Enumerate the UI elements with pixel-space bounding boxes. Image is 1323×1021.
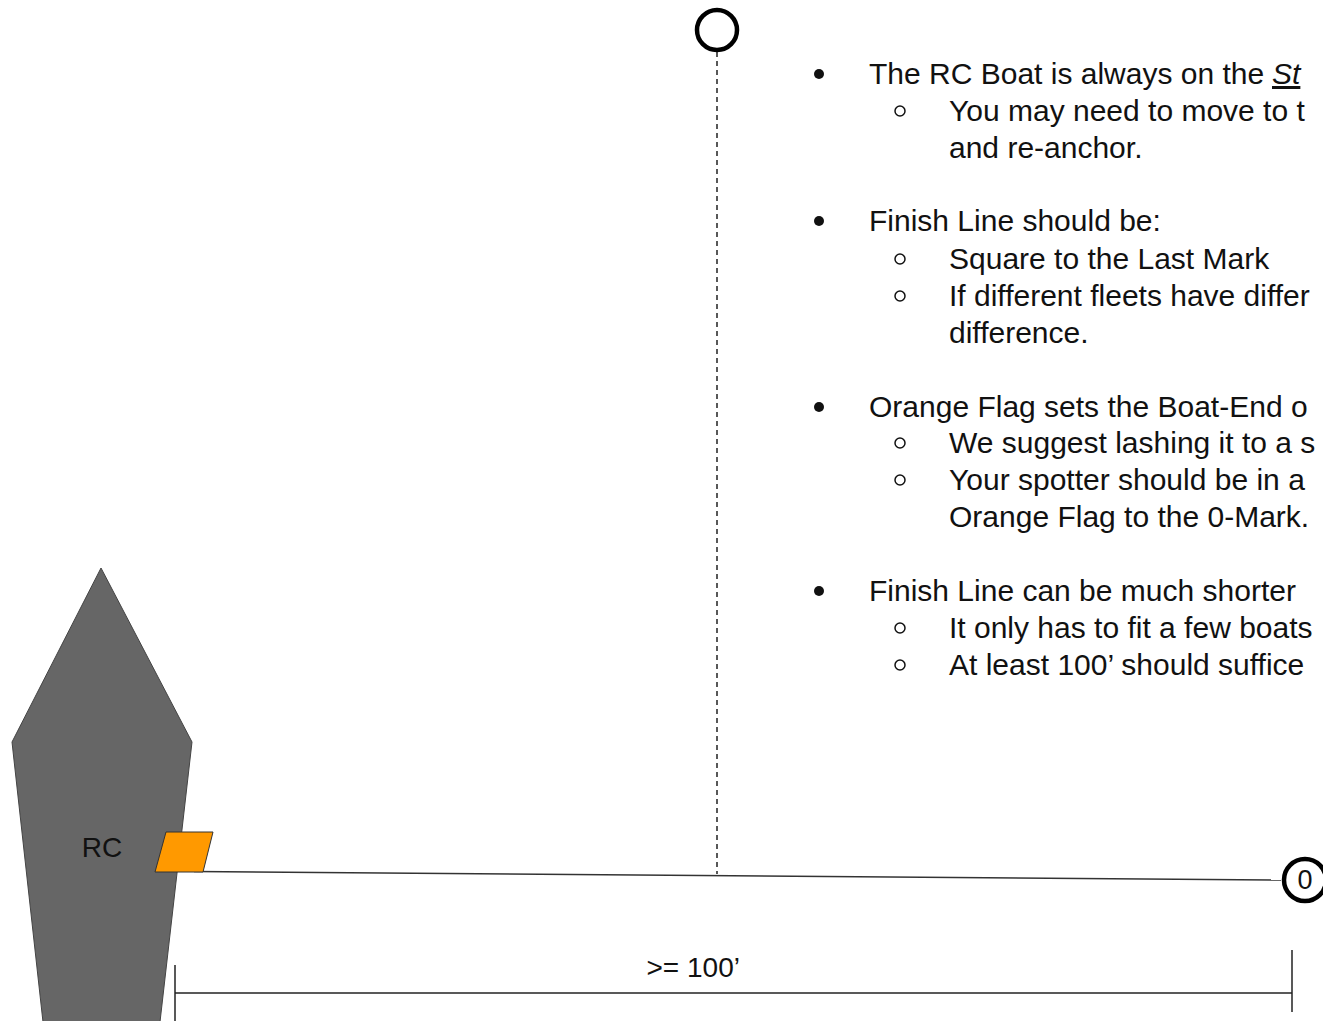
bullet-text: Finish Line can be much shorter <box>869 572 1296 609</box>
boat-hull <box>12 568 192 1021</box>
rc-boat-outline <box>10 566 194 1021</box>
bullet <box>814 216 824 226</box>
dimension-label: >= 100’ <box>647 949 740 986</box>
sub-bullet-text: At least 100’ should suffice <box>949 646 1304 683</box>
bullet <box>814 402 824 412</box>
dimension-line <box>175 992 1292 994</box>
sub-bullet-text: If different fleets have differ differen… <box>949 277 1323 351</box>
mark-circle <box>1284 859 1323 901</box>
bullet-text: The RC Boat is always on the <box>869 55 1264 92</box>
zero-mark: 0 <box>1281 856 1323 904</box>
sub-bullet <box>895 291 905 301</box>
sub-bullet <box>895 254 905 264</box>
bullet-text-emphasis: St <box>1272 55 1300 92</box>
sub-bullet-text: Your spotter should be in a Orange Flag … <box>949 461 1323 535</box>
sub-bullet-text: It only has to fit a few boats <box>949 609 1313 646</box>
bullet <box>814 69 824 79</box>
last-mark-circle <box>697 10 737 50</box>
finish-line <box>194 872 1281 880</box>
dimension-tick <box>174 965 176 1021</box>
bullet <box>814 586 824 596</box>
node-label: 0 <box>1297 864 1312 896</box>
sub-bullet-text: You may need to move to t and re-anchor. <box>949 92 1323 166</box>
sub-bullet-text: Square to the Last Mark <box>949 240 1269 277</box>
sub-bullet <box>895 660 905 670</box>
rc-boat: RC <box>10 566 194 1021</box>
node-label: RC <box>82 831 122 865</box>
node-content: RC <box>10 566 194 1021</box>
sub-bullet <box>895 438 905 448</box>
sub-bullet <box>895 623 905 633</box>
orange-flag <box>155 832 213 872</box>
bullet-text: Orange Flag sets the Boat-End o <box>869 388 1308 425</box>
sub-bullet <box>895 475 905 485</box>
center-dashed-line <box>716 52 718 874</box>
node-content: 0 <box>1281 856 1323 904</box>
bullet-text: Finish Line should be: <box>869 202 1161 239</box>
sub-bullet <box>895 106 905 116</box>
sub-bullet-text: We suggest lashing it to a s <box>949 424 1315 461</box>
dimension-tick <box>1291 950 1293 1012</box>
